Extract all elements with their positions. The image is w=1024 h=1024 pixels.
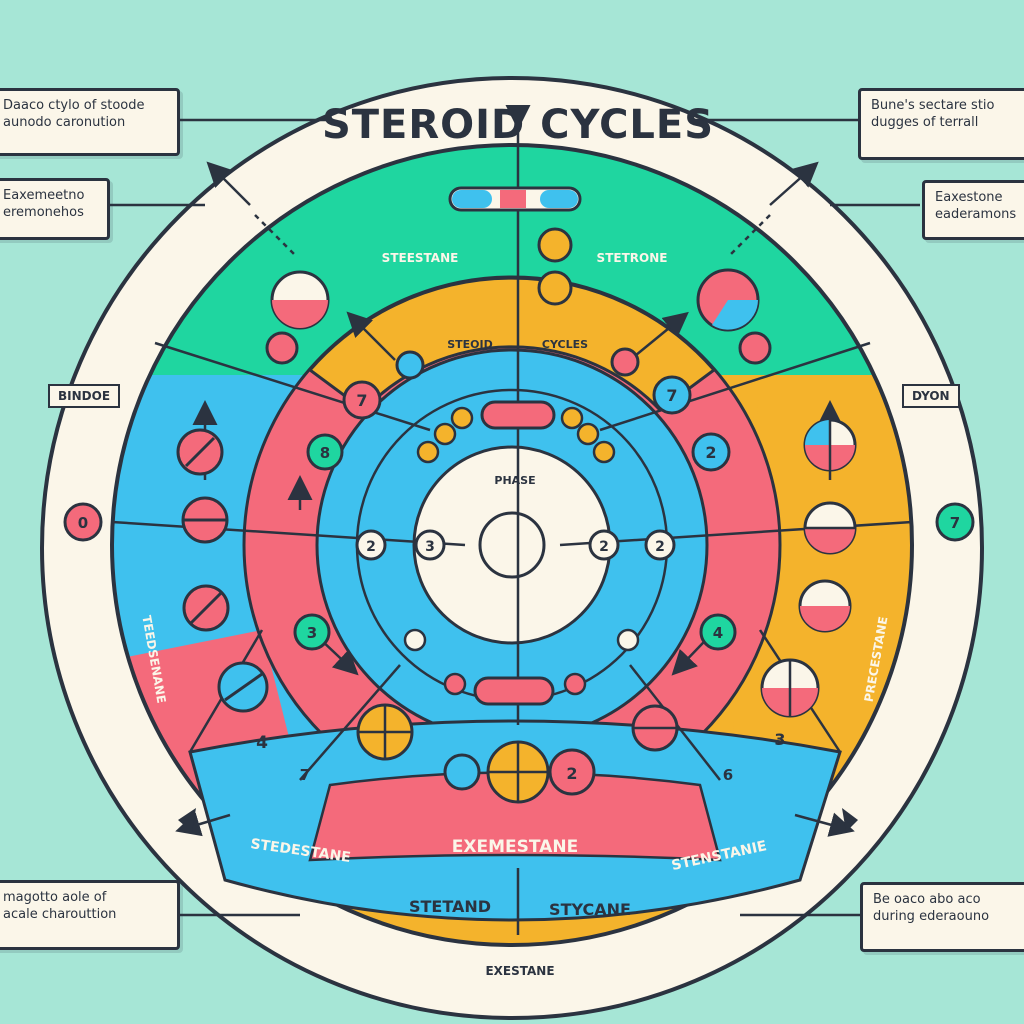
- molecule-bottom-3: [486, 740, 550, 804]
- badge-3-right: 3: [774, 730, 785, 749]
- badge-8: 8: [320, 444, 330, 462]
- label-bottom-mid-left: STETAND: [409, 897, 491, 916]
- label-top-right: STETRONE: [597, 251, 668, 265]
- callout-top-right: Bune's sectare stio dugges of terrall: [858, 88, 1024, 160]
- top-pill: [448, 186, 582, 212]
- callout-mid-left-line2: eremonehos: [3, 205, 84, 220]
- label-bottom-under: EXESTANE: [485, 964, 554, 978]
- badge-band-right: 6: [723, 766, 733, 784]
- molecule-left-1: [176, 428, 224, 476]
- callout-bottom-right: Be oaco abo aco during ederaouno: [860, 882, 1024, 952]
- molecule-bottom-4: [548, 748, 596, 796]
- molecule-right-4: [760, 658, 820, 718]
- inner-chain-top: [416, 400, 616, 464]
- arrowhead-left: [178, 808, 196, 832]
- callout-top-left-line1: Daaco ctylo of stoode: [3, 98, 145, 113]
- callout-top-right-line1: Bune's sectare stio: [871, 98, 995, 113]
- molecule-right-3: [798, 579, 852, 633]
- molecule-right-inner: [631, 704, 679, 752]
- label-bottom-mid-right: STYCANE: [549, 900, 631, 919]
- number-badges: 7 8 3 7 2 4 2 3 2 2 0 7 4 3 7 6 2: [63, 375, 975, 784]
- callout-mid-right: Eaxestone eaderamons: [922, 180, 1024, 240]
- badge-4-left: 4: [256, 733, 268, 753]
- badge-inner-r2: 2: [655, 539, 665, 555]
- label-bottom-band: EXEMESTANE: [452, 837, 578, 857]
- callout-top-left-line2: aunodo caronution: [3, 115, 126, 130]
- badge-inner-l1: 2: [366, 539, 376, 555]
- badge-inner-l2: 3: [425, 539, 435, 555]
- callout-bottom-left-line2: acale charouttion: [3, 907, 117, 922]
- callout-bottom-left: magotto aole of acale charouttion: [0, 880, 180, 950]
- badge-outer-left: 0: [78, 514, 88, 532]
- molecule-top-1: [537, 227, 573, 263]
- badge-7-right: 7: [666, 386, 677, 405]
- callout-bottom-right-line1: Be oaco abo aco: [873, 892, 981, 907]
- callout-bottom-left-line1: magotto aole of: [3, 890, 107, 905]
- callout-mid-right-line1: Eaxestone: [935, 190, 1003, 205]
- molecule-right-1: [803, 418, 857, 472]
- badge-4-right: 4: [713, 624, 723, 642]
- arrowhead-right: [842, 808, 858, 832]
- molecule-small-right: [610, 347, 640, 377]
- tag-right: DYON: [902, 384, 960, 408]
- badge-3-left: 3: [307, 624, 317, 642]
- molecule-bottom-1: [356, 703, 414, 761]
- badge-pill-2: 2: [566, 764, 577, 783]
- title: STEROID CYCLES: [322, 102, 714, 148]
- callout-top-right-line2: dugges of terrall: [871, 115, 979, 130]
- tag-left: BINDOE: [48, 384, 121, 408]
- molecule-top-2: [537, 270, 573, 306]
- molecule-left-3: [182, 584, 230, 632]
- label-mid: STEOID: [447, 338, 493, 351]
- badge-band-left: 7: [300, 766, 310, 784]
- label-top-left: STEESTANE: [382, 251, 459, 265]
- callout-mid-left-line1: Eaxemeetno: [3, 188, 85, 203]
- badge-2-right: 2: [705, 443, 716, 462]
- callout-mid-left: Eaxemeetno eremonehos: [0, 178, 110, 240]
- molecule-top-left: [265, 270, 330, 365]
- inner-chain-bottom: [403, 628, 640, 706]
- callout-bottom-right-line2: during ederaouno: [873, 909, 990, 924]
- badge-outer-right: 7: [950, 514, 960, 532]
- molecule-right-2: [803, 501, 857, 555]
- label-mid-right: CYCLES: [542, 338, 588, 351]
- callout-top-left: Daaco ctylo of stoode aunodo caronution: [0, 88, 180, 156]
- molecule-left-2: [181, 496, 229, 544]
- molecule-left-4: [217, 661, 269, 713]
- yellow-inner-band: [307, 276, 717, 412]
- badge-7-left: 7: [356, 391, 367, 410]
- molecule-top-right: [696, 268, 772, 365]
- label-center: PHASE: [494, 474, 535, 487]
- callout-mid-right-line2: eaderamons: [935, 207, 1017, 222]
- badge-inner-r1: 2: [599, 539, 609, 555]
- molecule-bottom-2: [443, 753, 481, 791]
- molecule-small-left: [395, 350, 425, 380]
